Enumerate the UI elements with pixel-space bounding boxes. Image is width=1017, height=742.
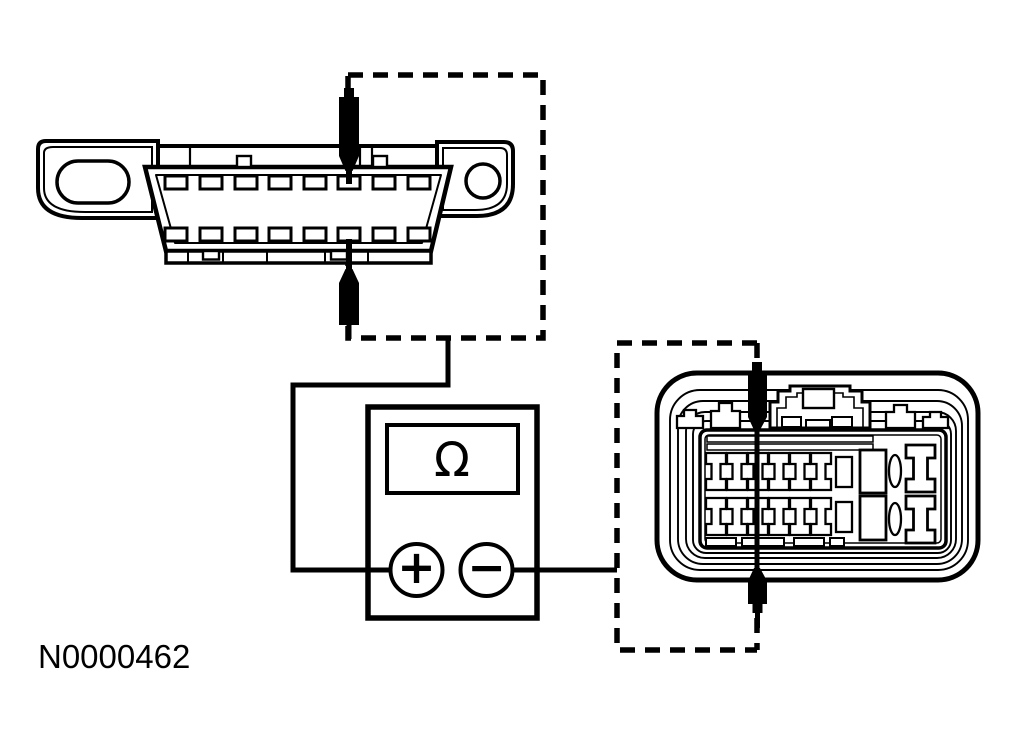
cavity-bottom-slots bbox=[705, 537, 845, 547]
minus-terminal-label: − bbox=[467, 540, 506, 594]
dlc-right-mounting-ear bbox=[435, 140, 515, 218]
dlc-pin bbox=[198, 226, 224, 243]
test-lead-wire-positive bbox=[290, 338, 451, 573]
negative-terminal bbox=[458, 542, 515, 598]
module-terminal-row-bottom bbox=[704, 494, 937, 545]
module-connector bbox=[654, 370, 981, 583]
dlc-top-band bbox=[150, 144, 440, 169]
ohm-symbol: Ω bbox=[434, 433, 470, 488]
dlc-key-notch bbox=[201, 249, 221, 261]
dlc-key-notch bbox=[371, 154, 389, 169]
dlc-pin bbox=[371, 174, 397, 191]
dlc-pin bbox=[302, 226, 328, 243]
key-castellation bbox=[921, 410, 950, 430]
dlc-pin bbox=[233, 226, 259, 243]
module-terminal bbox=[834, 455, 854, 489]
positive-terminal bbox=[388, 542, 445, 598]
cavity-top-slot bbox=[706, 443, 874, 451]
dlc-bottom-band bbox=[164, 249, 433, 265]
center-key-block bbox=[768, 384, 872, 430]
plus-terminal-label: + bbox=[397, 540, 436, 594]
measurement-box-dlc bbox=[345, 72, 546, 341]
dlc-pin bbox=[406, 226, 432, 243]
dlc-pin bbox=[267, 226, 293, 243]
module-terminal-large bbox=[858, 448, 888, 495]
module-terminal-oval bbox=[887, 453, 903, 489]
test-probe-icon-module-bottom bbox=[748, 568, 767, 628]
dlc-pin bbox=[406, 174, 432, 191]
dlc-face bbox=[142, 164, 454, 254]
dlc-pin bbox=[163, 226, 189, 243]
module-terminal-row-top bbox=[704, 443, 937, 495]
dlc-pin bbox=[302, 174, 328, 191]
dlc-pin bbox=[198, 174, 224, 191]
dlc-pin-row-top bbox=[163, 174, 432, 191]
key-castellation bbox=[884, 403, 917, 430]
module-terminal-large bbox=[858, 494, 888, 542]
test-probe-icon-dlc-bottom bbox=[339, 239, 359, 339]
test-probe-icon-module-top bbox=[748, 362, 767, 568]
dlc-left-ear-slot bbox=[55, 159, 131, 205]
figure-caption: N0000462 bbox=[38, 638, 190, 675]
module-terminal bbox=[834, 500, 854, 534]
cavity-top-slot bbox=[706, 435, 874, 443]
dlc-pin bbox=[267, 174, 293, 191]
module-terminal-oval bbox=[887, 501, 903, 537]
dlc-key-notch bbox=[235, 154, 253, 169]
dlc-left-mounting-ear bbox=[36, 139, 160, 220]
dlc-pin-row-bottom bbox=[163, 226, 432, 243]
dlc-key-notch bbox=[329, 249, 349, 261]
key-castellation bbox=[675, 408, 705, 430]
dlc-pin bbox=[233, 174, 259, 191]
dlc-pin bbox=[163, 174, 189, 191]
dlc-pin bbox=[371, 226, 397, 243]
ohmmeter-display bbox=[385, 423, 520, 495]
dlc-right-ear-hole bbox=[464, 162, 502, 200]
ohmmeter: Ω + − bbox=[385, 423, 520, 598]
test-probe-icon-dlc-top bbox=[339, 88, 359, 184]
key-castellation bbox=[709, 401, 742, 430]
